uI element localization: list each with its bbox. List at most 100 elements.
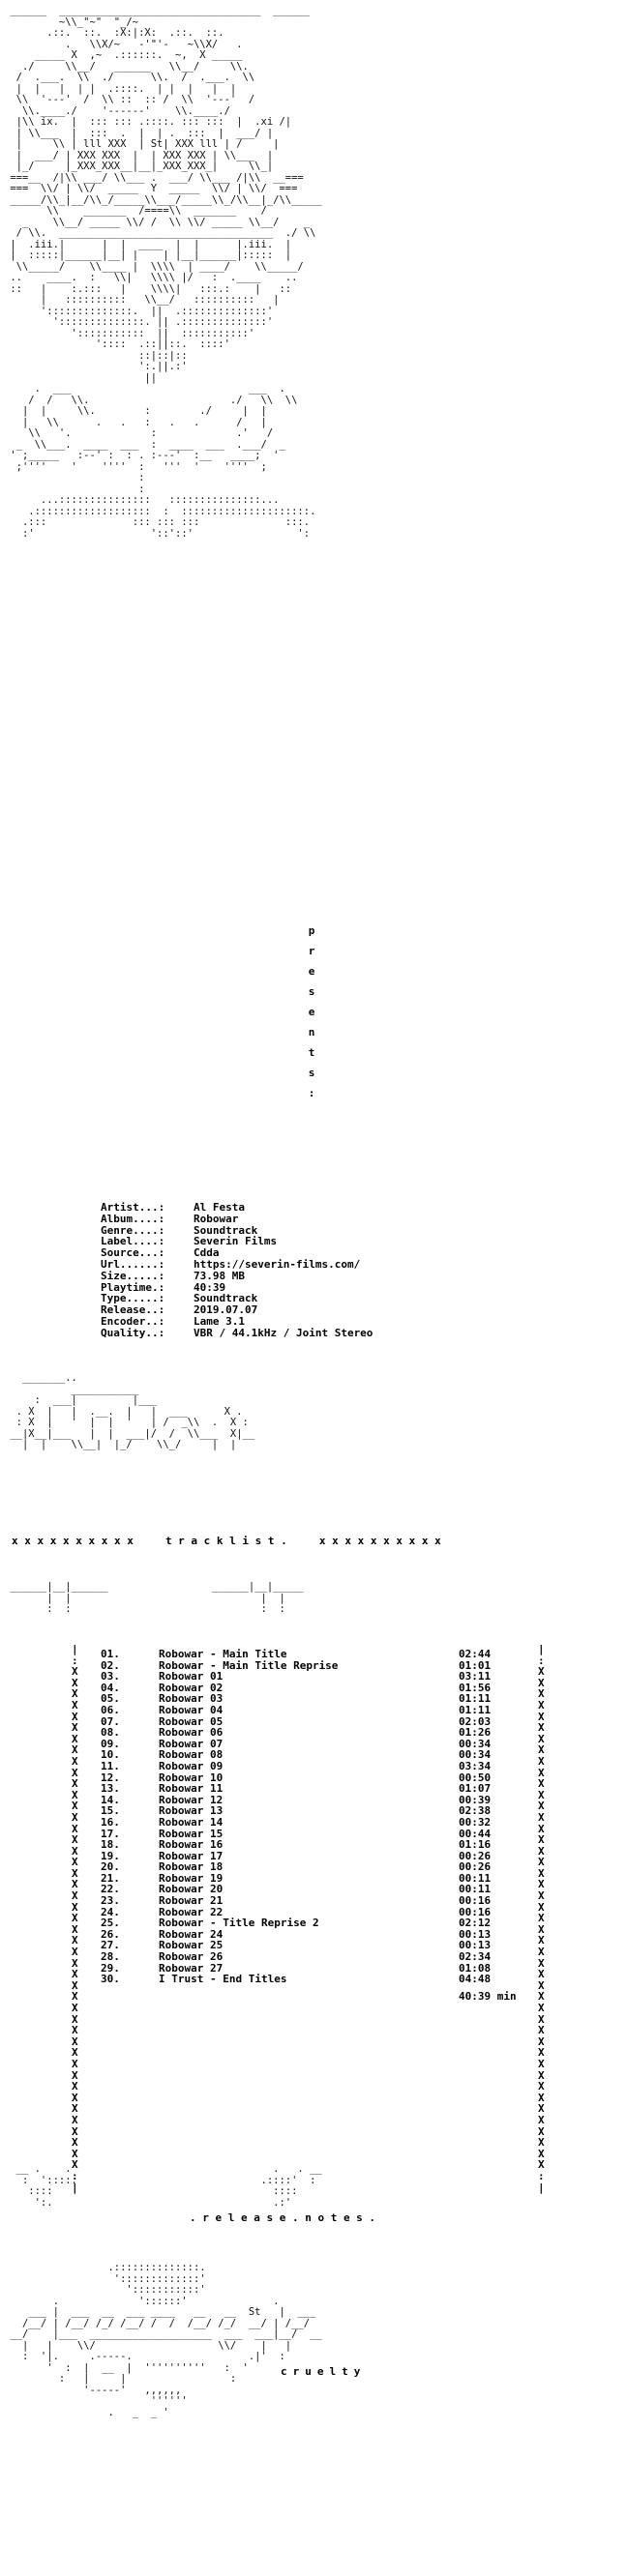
- track-number: 05.: [101, 1692, 120, 1706]
- track-title: Robowar 05: [159, 1715, 224, 1728]
- track-number: 22.: [101, 1883, 120, 1896]
- presents-letter: s: [308, 985, 315, 998]
- release-notes-heading: . r e l e a s e . n o t e s .: [190, 2211, 376, 2224]
- track-title: Robowar 12: [159, 1794, 224, 1806]
- track-duration: 00:16: [459, 1894, 492, 1908]
- info-label: Artist...:: [101, 1201, 165, 1214]
- track-number: 10.: [101, 1748, 120, 1762]
- ascii-art-tracklist-frame-bottom: __ . . . . __ : '::::. .::::' : :::: :::…: [15, 2163, 322, 2209]
- ascii-art-group-logo: .::::::::::::::. ':::::::::::::' '::::::…: [10, 2262, 322, 2418]
- info-label: Encoder..:: [101, 1314, 165, 1328]
- track-number: 25.: [101, 1917, 120, 1930]
- track-title: Robowar 15: [159, 1828, 224, 1840]
- info-value: Soundtrack: [194, 1292, 258, 1305]
- track-duration: 00:16: [459, 1905, 492, 1918]
- track-row: 22. Robowar 20 00:11: [101, 1884, 517, 1895]
- info-label: Label....:: [101, 1235, 165, 1248]
- track-title: Robowar 11: [159, 1783, 224, 1795]
- track-duration: 01:07: [459, 1782, 492, 1796]
- info-value: Robowar: [194, 1212, 239, 1225]
- total-time-row: 40:39 min: [101, 1991, 517, 2003]
- info-label: Url......:: [101, 1257, 165, 1271]
- track-title: Robowar - Title Reprise 2: [159, 1917, 319, 1929]
- track-row: 25. Robowar - Title Reprise 2 02:12: [101, 1917, 517, 1929]
- track-number: 02.: [101, 1658, 120, 1672]
- presents-letter: e: [308, 965, 315, 978]
- presents-letter: t: [308, 1046, 315, 1059]
- info-value: Lame 3.1: [194, 1314, 245, 1328]
- track-row: 10. Robowar 08 00:34: [101, 1749, 517, 1761]
- track-title: Robowar 09: [159, 1760, 224, 1772]
- info-value: VBR / 44.1kHz / Joint Stereo: [194, 1326, 373, 1339]
- track-number: 01.: [101, 1648, 120, 1660]
- track-title: Robowar 08: [159, 1749, 224, 1761]
- track-number: 17.: [101, 1827, 120, 1840]
- info-value: 40:39: [194, 1280, 226, 1294]
- track-title: Robowar 06: [159, 1727, 224, 1739]
- track-row: 08. Robowar 06 01:26: [101, 1727, 517, 1739]
- info-row-genre: Genre....:Soundtrack: [101, 1223, 373, 1237]
- left-x-column: | : X X X X X X X X X X X X X X X X X X …: [72, 1643, 78, 2194]
- track-title: Robowar - Main Title: [159, 1649, 287, 1660]
- total-time: 40:39 min: [459, 1989, 517, 2003]
- presents-letter: r: [308, 945, 315, 957]
- track-duration: 01:11: [459, 1703, 492, 1716]
- track-duration: 02:12: [459, 1917, 492, 1930]
- info-value: https://severin-films.com/: [194, 1257, 361, 1271]
- presents-letter: n: [308, 1026, 315, 1039]
- track-duration: 00:11: [459, 1883, 492, 1896]
- track-title: Robowar 02: [159, 1682, 224, 1694]
- track-duration: 01:16: [459, 1838, 492, 1852]
- track-duration: 00:26: [459, 1860, 492, 1874]
- track-number: 30.: [101, 1973, 120, 1986]
- track-title: Robowar 17: [159, 1850, 224, 1862]
- presents-letter: :: [308, 1087, 315, 1099]
- track-duration: 02:44: [459, 1648, 492, 1660]
- track-number: 23.: [101, 1894, 120, 1908]
- track-number: 26.: [101, 1927, 120, 1941]
- info-label: Playtime.:: [101, 1280, 165, 1294]
- track-row: 01. Robowar - Main Title 02:44: [101, 1649, 517, 1660]
- track-number: 14.: [101, 1793, 120, 1806]
- track-title: Robowar 01: [159, 1671, 224, 1683]
- info-label: Genre....:: [101, 1223, 165, 1237]
- info-value: 2019.07.07: [194, 1303, 258, 1317]
- info-label: Type.....:: [101, 1292, 165, 1305]
- track-duration: 00:11: [459, 1871, 492, 1885]
- track-duration: 00:34: [459, 1748, 492, 1762]
- info-row-artist: Artist...:Al Festa: [101, 1202, 373, 1214]
- track-duration: 03:11: [459, 1670, 492, 1683]
- track-duration: 02:34: [459, 1950, 492, 1964]
- track-row: 03. Robowar 01 03:11: [101, 1671, 517, 1683]
- track-title: Robowar 13: [159, 1805, 224, 1817]
- track-duration: 00:26: [459, 1849, 492, 1862]
- track-duration: 03:34: [459, 1759, 492, 1772]
- info-label: Release..:: [101, 1303, 165, 1317]
- track-title: Robowar 20: [159, 1884, 224, 1896]
- track-duration: 01:26: [459, 1726, 492, 1740]
- info-row-type: Type.....: Soundtrack: [101, 1293, 373, 1304]
- info-label: Album....:: [101, 1212, 165, 1225]
- track-number: 06.: [101, 1703, 120, 1716]
- track-duration: 01:01: [459, 1658, 492, 1672]
- track-duration: 00:13: [459, 1927, 492, 1941]
- track-number: 03.: [101, 1670, 120, 1683]
- track-title: Robowar 10: [159, 1771, 224, 1784]
- track-number: 18.: [101, 1838, 120, 1852]
- track-number: 09.: [101, 1737, 120, 1750]
- track-number: 08.: [101, 1726, 120, 1740]
- track-number: 28.: [101, 1950, 120, 1964]
